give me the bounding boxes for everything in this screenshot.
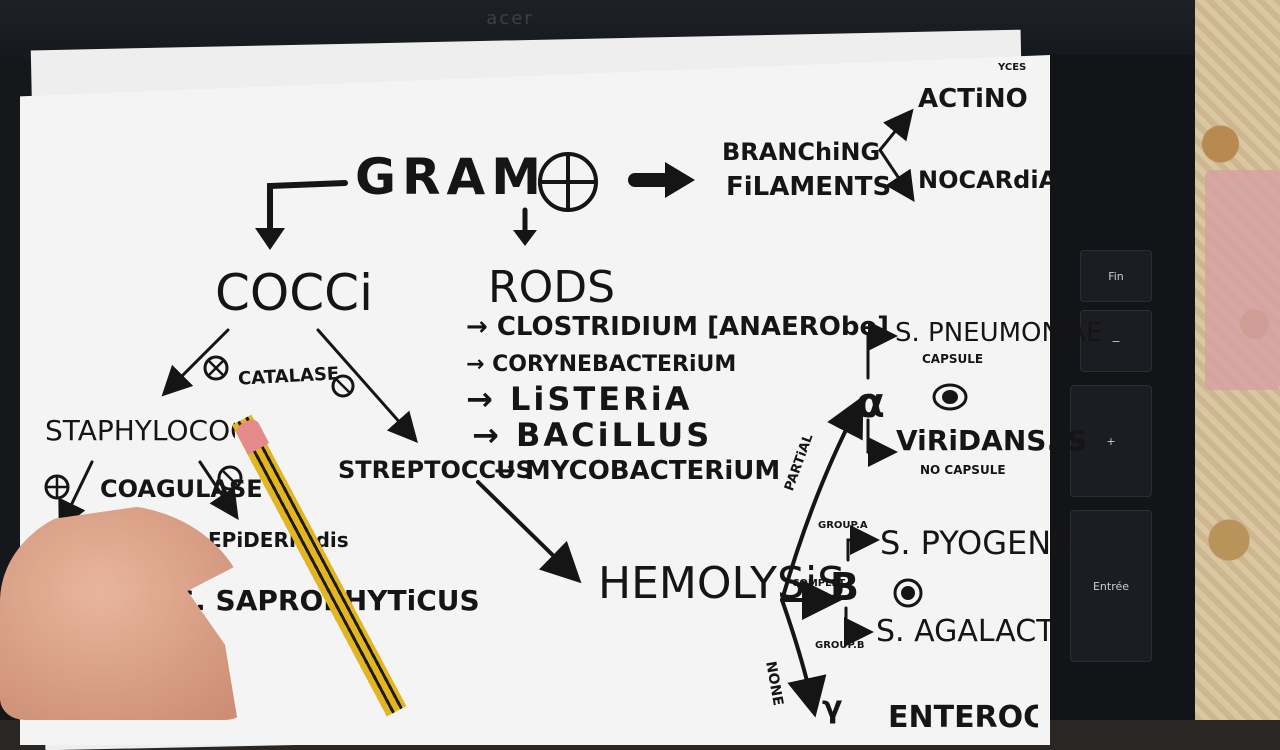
rod-item-bacillus: → BACiLLUS bbox=[472, 416, 713, 454]
key-enter: Entrée bbox=[1070, 510, 1152, 662]
gram-positive-title: GRAM bbox=[355, 148, 547, 206]
rod-item-corynebacterium: → CORYNEBACTERiUM bbox=[466, 352, 737, 377]
rod-item-clostridium: → CLOSTRIDIUM [ANAERObe] bbox=[466, 312, 890, 342]
actinomyces-suffix: YCES bbox=[998, 62, 1027, 73]
s-pyogens-label: S. PYOGENS bbox=[880, 524, 1072, 562]
laptop-keyboard: Fin − + Entrée bbox=[1030, 55, 1200, 720]
staphylococcus-label: STAPHYLOCOCCUS bbox=[45, 414, 235, 447]
pink-fabric-patch bbox=[1205, 170, 1280, 390]
rod-item-mycobacterium: → MYCOBACTERiUM bbox=[494, 456, 781, 486]
gram-positive-symbol bbox=[538, 152, 598, 212]
group-b-label: GROUP.B bbox=[815, 640, 865, 651]
viridans-label: ViRiDANS. S bbox=[896, 424, 1087, 457]
no-capsule-label: NO CAPSULE bbox=[920, 463, 1006, 477]
key-minus: − bbox=[1080, 310, 1152, 372]
rods-label: RODS bbox=[488, 262, 616, 313]
key-fin: Fin bbox=[1080, 250, 1152, 302]
nocardia-label: NOCARdiA bbox=[918, 166, 1058, 194]
cocci-label: COCCi bbox=[215, 264, 373, 322]
branching-label: BRANChiNG bbox=[722, 138, 881, 166]
s-agalactiae-label: S. AGALACTiAE bbox=[876, 614, 1052, 649]
streptococcus-label: STREPTOCCUS bbox=[338, 456, 533, 484]
key-plus: + bbox=[1070, 385, 1152, 497]
gamma-symbol: γ bbox=[822, 690, 843, 725]
epidermidis-label: EPiDERMidis bbox=[208, 528, 349, 552]
s-pneumoniae-label: S. PNEUMONiAE bbox=[895, 318, 1103, 348]
capsule-label: CAPSULE bbox=[922, 352, 984, 366]
rod-item-listeria: → LiSTERiA bbox=[466, 380, 693, 418]
group-a-label: GROUP.A bbox=[818, 520, 868, 531]
actinomyces-label: ACTiNOMYCES bbox=[918, 84, 1028, 114]
drawn-arrows-layer bbox=[44, 108, 968, 718]
filaments-label: FiLAMENTS bbox=[726, 172, 892, 202]
laptop-brand-logo: acer bbox=[486, 8, 534, 29]
